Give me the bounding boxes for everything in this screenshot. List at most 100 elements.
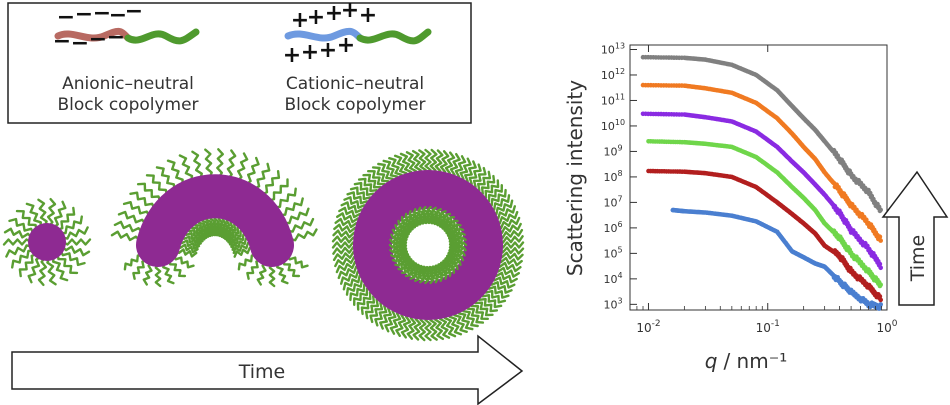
corona-chain bbox=[434, 314, 445, 341]
data-point bbox=[878, 238, 883, 243]
corona-chain bbox=[5, 244, 33, 258]
corona-chain bbox=[390, 247, 408, 259]
corona-chain bbox=[11, 249, 35, 269]
positive-charge: + bbox=[283, 43, 301, 68]
corona-chain bbox=[353, 287, 373, 306]
negative-charge: − bbox=[93, 1, 111, 26]
corona-chain bbox=[494, 210, 519, 225]
corona-chain bbox=[454, 155, 467, 181]
corona-chain bbox=[404, 260, 417, 278]
corona-chain bbox=[377, 162, 394, 185]
corona-chain bbox=[439, 150, 450, 177]
corona-chain bbox=[394, 253, 410, 267]
corona-chain bbox=[424, 314, 432, 342]
corona-chain bbox=[488, 279, 513, 294]
corona-chain bbox=[404, 212, 419, 228]
corona-chain bbox=[418, 314, 427, 342]
corona-chain bbox=[332, 229, 359, 239]
corona-chain bbox=[391, 228, 410, 239]
corona-chain bbox=[441, 216, 456, 232]
y-tick-label: 1011 bbox=[601, 92, 625, 107]
corona-chain bbox=[388, 241, 408, 249]
y-tick-label: 108 bbox=[603, 169, 622, 184]
corona-chain bbox=[495, 261, 522, 273]
corona-chain bbox=[333, 223, 360, 234]
corona-chain bbox=[2, 238, 33, 246]
negative-charge: − bbox=[71, 31, 89, 56]
corona-chain bbox=[483, 287, 507, 304]
corona-chain bbox=[480, 179, 500, 200]
corona-chain bbox=[442, 257, 459, 271]
data-point bbox=[878, 297, 883, 303]
corona-chain bbox=[216, 148, 224, 179]
y-tick-label: 107 bbox=[603, 194, 622, 209]
corona-chain bbox=[52, 200, 67, 229]
corona-chain bbox=[382, 159, 399, 183]
corona-chain bbox=[492, 205, 516, 220]
corona-chain bbox=[357, 177, 379, 196]
corona-chain bbox=[497, 228, 524, 239]
corona-chain bbox=[335, 260, 361, 274]
corona-chain bbox=[246, 258, 262, 280]
negative-charge: − bbox=[125, 0, 143, 24]
corona-chain bbox=[497, 251, 524, 261]
x-tick-label: 100 bbox=[876, 319, 897, 335]
positive-charge: + bbox=[291, 8, 309, 33]
data-point bbox=[877, 234, 883, 239]
corona-chain bbox=[424, 148, 432, 176]
corona-chain bbox=[334, 217, 361, 229]
corona-chain bbox=[342, 274, 366, 291]
corona-chain bbox=[349, 186, 373, 203]
corona-chain bbox=[399, 152, 413, 178]
x-tick-label: 10-1 bbox=[756, 319, 780, 335]
corona-chain bbox=[122, 201, 151, 218]
corona-chain bbox=[110, 230, 141, 242]
cylinder-core bbox=[136, 174, 294, 267]
corona-chain bbox=[497, 235, 524, 244]
time-arrow-label: Time bbox=[238, 361, 286, 383]
corona-chain bbox=[132, 258, 148, 280]
corona-chain bbox=[466, 163, 482, 188]
corona-chain bbox=[462, 305, 479, 328]
corona-chain bbox=[426, 205, 434, 225]
corona-chain bbox=[276, 261, 289, 285]
corona-chain bbox=[384, 307, 398, 333]
corona-chain bbox=[346, 191, 371, 207]
positive-charge: + bbox=[307, 5, 325, 30]
corona-chain bbox=[449, 153, 461, 179]
corona-chain bbox=[490, 275, 516, 289]
x-axis-label: q/ nm⁻¹ bbox=[705, 349, 788, 373]
corona-chain bbox=[178, 238, 201, 250]
micelle-core bbox=[28, 223, 66, 261]
corona-chain bbox=[186, 226, 206, 242]
corona-chain bbox=[232, 241, 253, 255]
corona-chain bbox=[204, 148, 213, 179]
corona-chain bbox=[61, 226, 89, 240]
corona-chain bbox=[3, 227, 33, 239]
time-arrow-vertical-shape bbox=[881, 170, 949, 306]
corona-chain bbox=[162, 261, 175, 285]
corona-chain bbox=[462, 160, 477, 185]
corona-chain bbox=[181, 234, 202, 247]
corona-chain bbox=[418, 149, 427, 176]
corona-chain bbox=[343, 196, 368, 211]
data-point bbox=[878, 282, 883, 288]
corona-chain bbox=[379, 305, 394, 330]
corona-chain bbox=[477, 174, 496, 196]
corona-chain bbox=[256, 261, 267, 286]
time-arrow-vertical-label: Time bbox=[907, 235, 929, 283]
corona-chain bbox=[286, 217, 315, 233]
corona-chain bbox=[175, 248, 198, 258]
corona-chain bbox=[466, 302, 485, 324]
anionic-neutral-polymer-icon: −−−−−−−−− bbox=[53, 0, 200, 56]
time-arrow-shape bbox=[11, 334, 524, 405]
cationic-neutral-polymer-icon: +++++++++ bbox=[283, 0, 432, 68]
y-tick-label: 1013 bbox=[601, 41, 625, 56]
legend-box: −−−−−−−−− Anionic–neutral Block copolyme… bbox=[7, 0, 472, 124]
corona-chain bbox=[217, 215, 228, 238]
negative-charge: − bbox=[75, 2, 93, 27]
corona-chain bbox=[362, 173, 383, 193]
corona-chain bbox=[432, 208, 443, 227]
